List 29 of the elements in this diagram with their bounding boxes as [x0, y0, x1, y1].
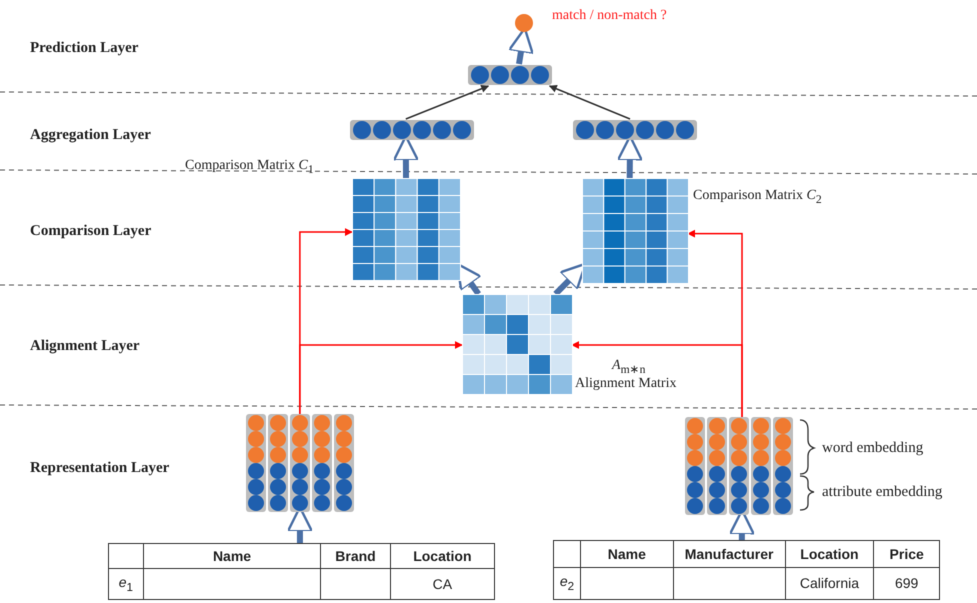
annotation-label: attribute embedding — [822, 484, 942, 501]
column-header: Name — [608, 546, 646, 562]
layer-label: Comparison Layer — [30, 223, 152, 240]
column-header: Name — [212, 548, 252, 564]
layer-label: Alignment Layer — [30, 338, 140, 355]
matrix-title: Comparison Matrix C$_{1}$ — [185, 158, 314, 176]
arrow — [456, 262, 482, 296]
table-value: CA — [432, 576, 452, 592]
layer-label: Representation Layer — [30, 460, 170, 477]
entity-label: e$_{1}$ — [118, 574, 133, 590]
entity-label: e$_{2}$ — [560, 573, 574, 590]
table-value: 699 — [894, 575, 918, 592]
annotation-label: word embedding — [822, 440, 924, 457]
arrow — [406, 84, 490, 120]
matrix-symbol: A$_{m∗n}$ — [612, 358, 646, 376]
result-label: match / non-match ? — [552, 8, 667, 24]
layer-label: Aggregation Layer — [30, 127, 151, 144]
column-header: Price — [890, 546, 924, 562]
column-header: Location — [800, 546, 859, 562]
column-header: Manufacturer — [684, 546, 774, 562]
arrow — [299, 341, 463, 414]
layer-label: Prediction Layer — [30, 40, 138, 57]
table-value: California — [800, 575, 860, 592]
matrix-title: Alignment Matrix — [575, 376, 676, 392]
arrow — [548, 85, 630, 120]
column-header: Brand — [335, 548, 376, 564]
arrow — [571, 341, 743, 417]
matrix-title: Comparison Matrix C$_{2}$ — [693, 188, 822, 206]
column-header: Location — [413, 548, 472, 564]
